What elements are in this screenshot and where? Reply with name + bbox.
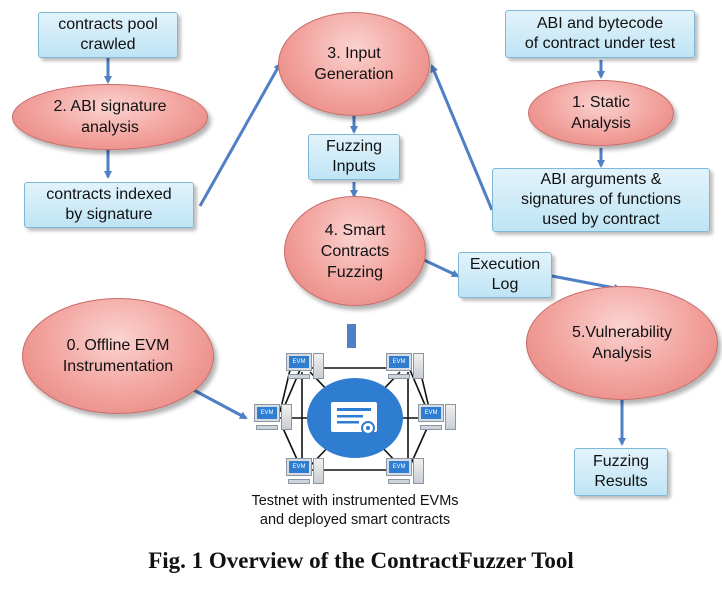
offline-evm-instrumentation-node: 0. Offline EVM Instrumentation <box>22 298 214 414</box>
abi-bytecode-box: ABI and bytecode of contract under test <box>505 10 695 58</box>
evm-node-middle-right: EVM <box>418 404 456 434</box>
input-generation-node: 3. Input Generation <box>278 12 430 116</box>
evm-node-bottom-left: EVM <box>286 458 324 488</box>
contracts-pool-crawled-box: contracts pool crawled <box>38 12 178 58</box>
evm-node-top-right: EVM <box>386 353 424 383</box>
connector-bar <box>347 324 356 348</box>
arrow-indexed-to-input <box>198 62 282 207</box>
smart-contracts-fuzzing-node: 4. Smart Contracts Fuzzing <box>284 196 426 306</box>
arrow-fuzzing-to-execution-log <box>423 258 460 278</box>
vulnerability-analysis-node: 5.Vulnerability Analysis <box>526 286 718 400</box>
evm-node-middle-left: EVM <box>254 404 292 434</box>
figure-caption: Fig. 1 Overview of the ContractFuzzer To… <box>148 548 574 573</box>
arrow-abi-args-to-input <box>430 64 494 211</box>
static-analysis-node: 1. Static Analysis <box>528 80 674 146</box>
contracts-indexed-box: contracts indexed by signature <box>24 182 194 228</box>
abi-signature-analysis-node: 2. ABI signature analysis <box>12 84 208 150</box>
testnet-caption: Testnet with instrumented EVMs and deplo… <box>251 493 459 528</box>
fuzzing-results-box: Fuzzing Results <box>574 448 668 496</box>
fuzzing-inputs-box: Fuzzing Inputs <box>308 134 400 180</box>
evm-node-top-left: EVM <box>286 353 324 383</box>
abi-arguments-box: ABI arguments & signatures of functions … <box>492 168 710 232</box>
arrow-evm-to-testnet <box>187 385 248 420</box>
contract-document-icon <box>331 402 377 435</box>
evm-node-bottom-right: EVM <box>386 458 424 488</box>
execution-log-box: Execution Log <box>458 252 552 298</box>
